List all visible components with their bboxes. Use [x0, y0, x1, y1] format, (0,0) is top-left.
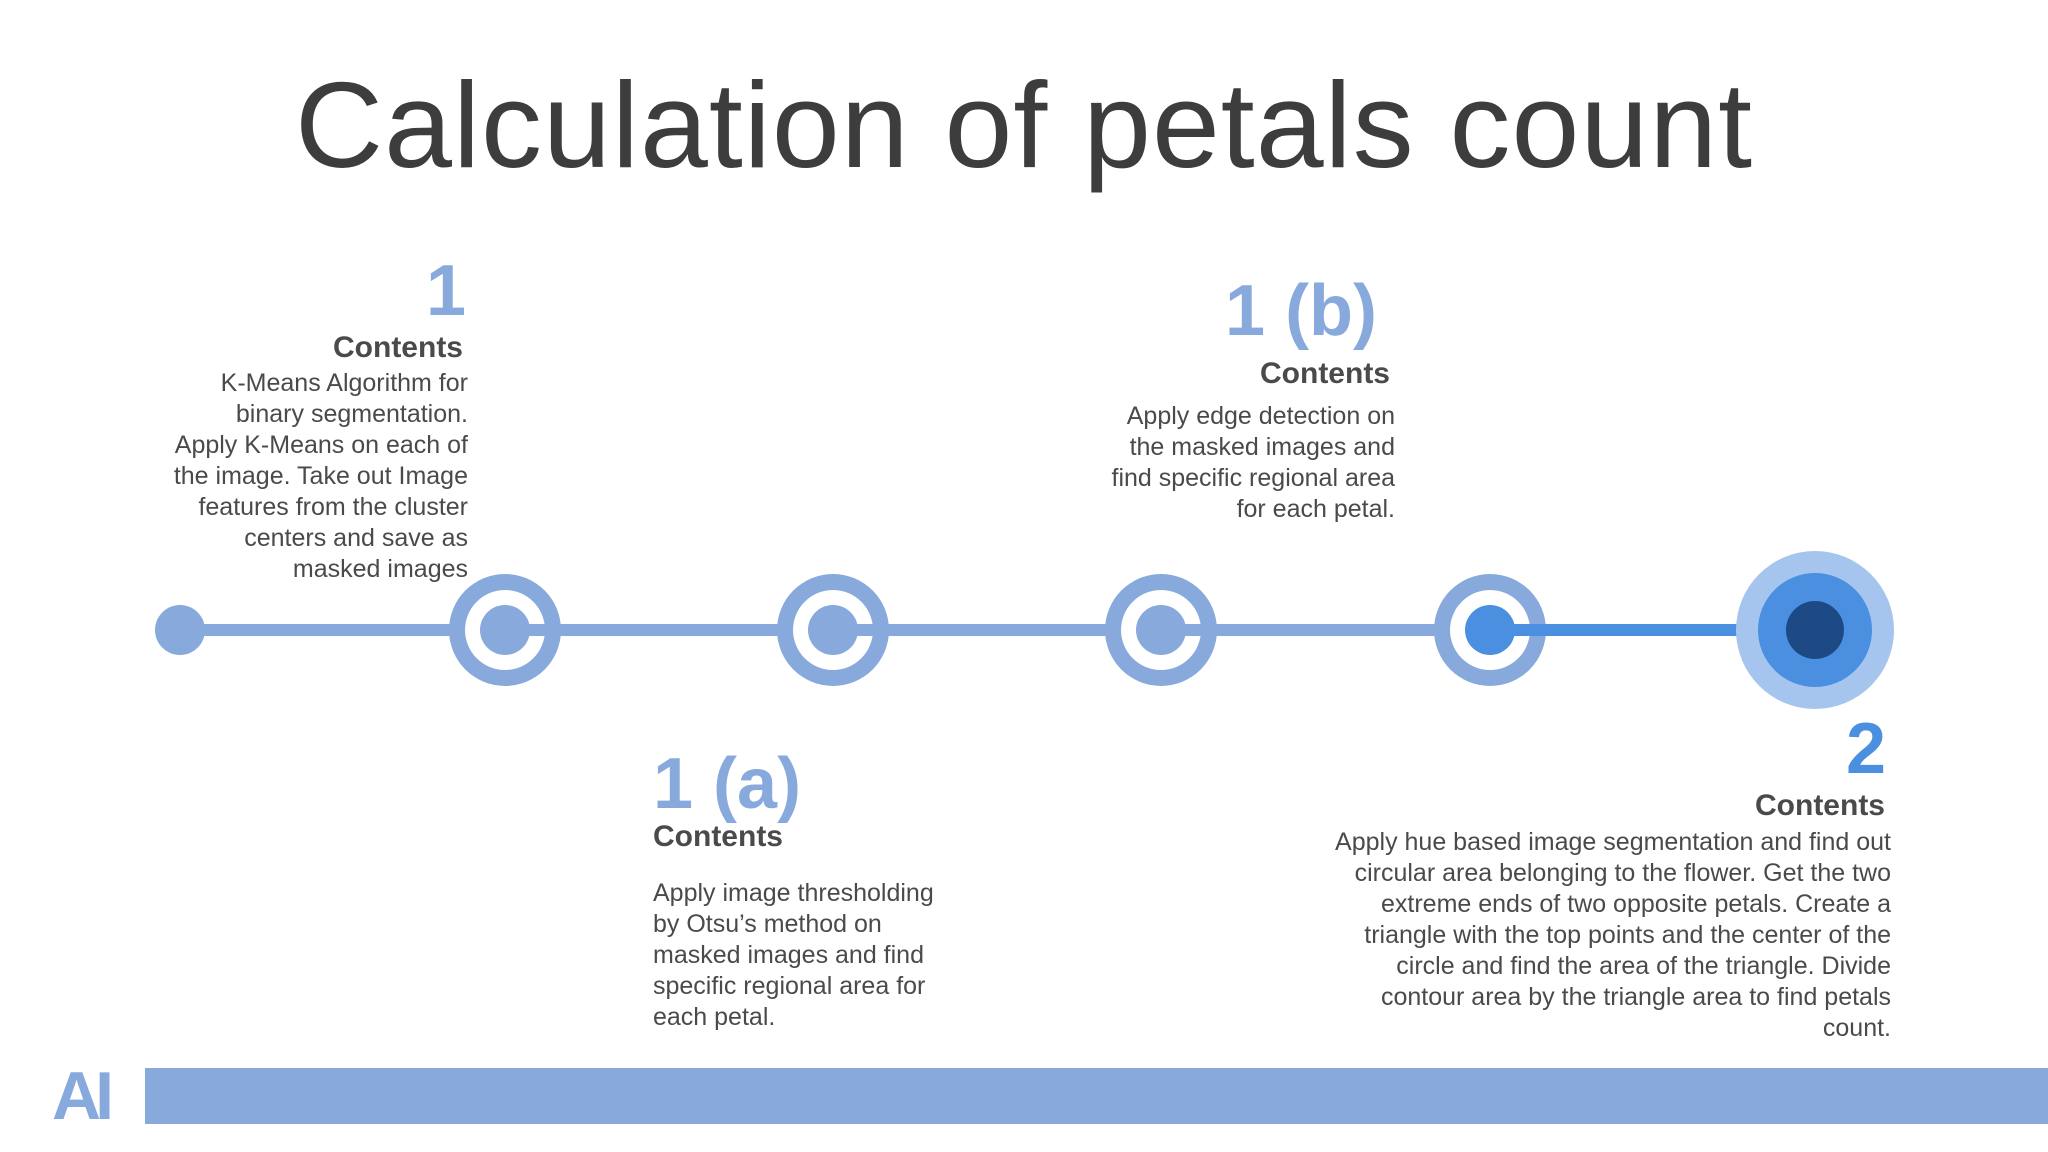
- text-line: the image. Take out Image: [173, 462, 468, 490]
- text-line: Apply K-Means on each of: [174, 431, 468, 459]
- step-2-number: 2: [1845, 709, 1886, 789]
- timeline-start-dot: [155, 605, 205, 655]
- text-line: K-Means Algorithm for: [220, 369, 468, 397]
- slide-title: Calculation of petals count: [295, 57, 1753, 193]
- text-line: count.: [1822, 1014, 1891, 1042]
- text-line: features from the cluster: [198, 493, 468, 521]
- step-2-heading: Contents: [1755, 789, 1885, 822]
- step-1a-text: Apply image thresholding by Otsu’s metho…: [653, 878, 973, 1033]
- text-line: Apply image thresholding: [653, 879, 934, 907]
- step-1-number: 1: [425, 251, 466, 331]
- timeline-node-final: [1736, 551, 1894, 709]
- step-1b-heading: Contents: [1260, 357, 1390, 390]
- text-line: find specific regional area: [1111, 464, 1396, 492]
- text-line: circle and find the area of the triangle…: [1396, 952, 1891, 980]
- logo: AI: [52, 1068, 114, 1124]
- text-line: masked images and find: [653, 941, 924, 969]
- text-line: masked images: [292, 555, 468, 583]
- step-1-heading: Contents: [333, 331, 463, 364]
- text-line: binary segmentation.: [235, 400, 468, 428]
- step-1a-number: 1 (a): [653, 744, 802, 824]
- step-1a-block: 1 (a) Contents Apply image thresholding …: [653, 748, 973, 1033]
- text-line: by Otsu’s method on: [653, 910, 882, 938]
- text-line: contour area by the triangle area to fin…: [1380, 983, 1891, 1011]
- text-line: the masked images and: [1129, 433, 1395, 461]
- timeline-node-3: [1105, 574, 1221, 686]
- text-line: centers and save as: [244, 524, 468, 552]
- timeline-node-2: [777, 574, 893, 686]
- timeline-node-4: [1434, 574, 1550, 686]
- text-line: specific regional area for: [653, 972, 926, 1000]
- text-line: Apply edge detection on: [1126, 402, 1395, 430]
- timeline-node-1: [449, 574, 565, 686]
- step-1-text: K-Means Algorithm for binary segmentatio…: [48, 368, 468, 585]
- text-line: triangle with the top points and the cen…: [1364, 921, 1891, 949]
- footer-bar: [145, 1068, 2048, 1124]
- text-line: for each petal.: [1236, 495, 1395, 523]
- step-2-block: 2 Contents Apply hue based image segment…: [1191, 713, 1891, 1044]
- step-1b-text: Apply edge detection on the masked image…: [975, 401, 1396, 525]
- step-1b-block: 1 (b) Contents Apply edge detection on t…: [975, 271, 1396, 525]
- step-1-block: 1 Contents K-Means Algorithm for binary …: [48, 255, 468, 585]
- text-line: Apply hue based image segmentation and f…: [1335, 828, 1891, 856]
- step-2-text: Apply hue based image segmentation and f…: [1191, 827, 1891, 1044]
- text-line: extreme ends of two opposite petals. Cre…: [1380, 890, 1891, 918]
- text-line: circular area belonging to the flower. G…: [1354, 859, 1891, 887]
- step-1a-heading: Contents: [653, 820, 783, 853]
- text-line: each petal.: [653, 1003, 776, 1031]
- step-1b-number: 1 (b): [1225, 271, 1377, 351]
